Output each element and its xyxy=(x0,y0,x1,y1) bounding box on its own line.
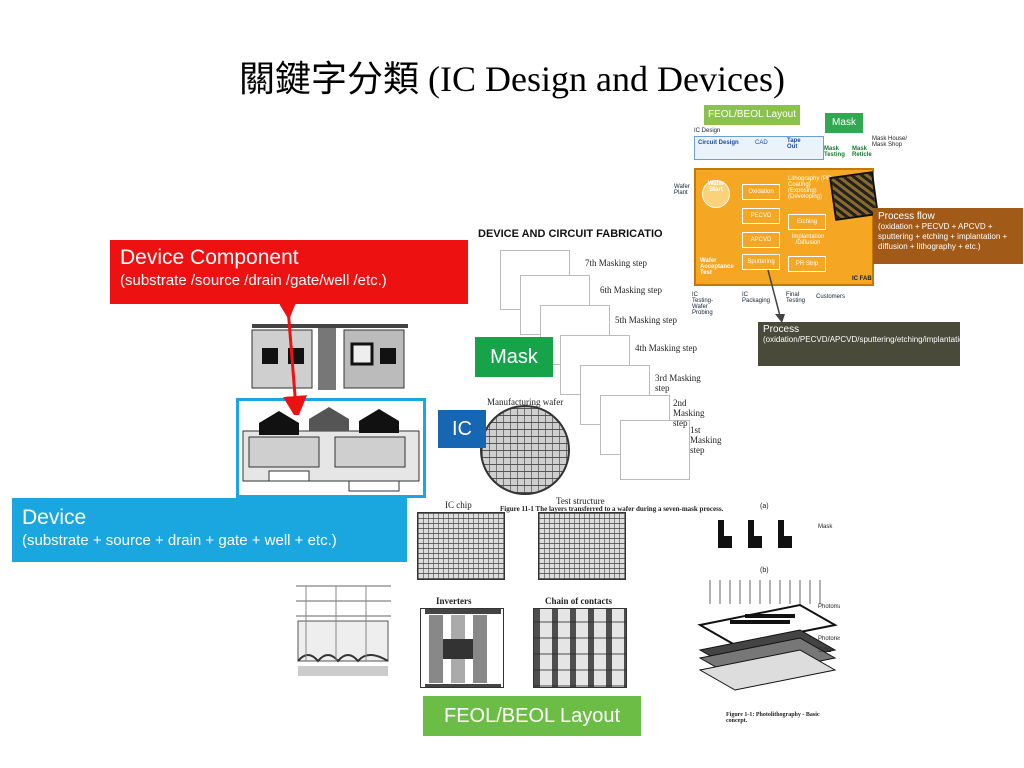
fabrication-title: DEVICE AND CIRCUIT FABRICATIO xyxy=(478,228,663,240)
arrow-down-icon xyxy=(767,269,785,323)
masking-steps-stack: 7th Masking step 6th Masking step 5th Ma… xyxy=(495,240,722,500)
device-label: Device (substrate + source + drain + gat… xyxy=(12,498,407,562)
masking-step-2: 2nd Masking step xyxy=(673,398,705,428)
flow-apcvd: APCVD xyxy=(742,232,780,248)
process-flow-title: Process flow xyxy=(878,211,935,222)
manufacturing-wafer-label: Manufacturing wafer xyxy=(487,397,564,407)
flow-oxidation: Oxidation xyxy=(742,184,780,200)
photolithography-caption: Figure 1-1: Photolithography - Basic con… xyxy=(726,712,820,724)
cross-section-schematic-figure xyxy=(286,566,398,696)
transistor-layout-figure xyxy=(248,318,414,396)
flow-sputtering: Sputtering xyxy=(742,254,780,270)
ic-chip-grid xyxy=(417,512,505,580)
svg-text:SiO2: SiO2 xyxy=(818,648,832,654)
device-cross-section-icon xyxy=(242,407,420,492)
flow-mask-house: Mask House/ Mask Shop xyxy=(872,136,908,148)
process-flow-detail: (oxidation + PECVD + APCVD + sputtering … xyxy=(878,222,1008,251)
svg-text:(b): (b) xyxy=(760,567,769,574)
flow-mask-reticle: Mask Reticle xyxy=(852,146,872,158)
chain-of-contacts-layout xyxy=(533,608,627,688)
slide-title: 關鍵字分類 (IC Design and Devices) xyxy=(239,59,785,99)
masking-step-5: 5th Masking step xyxy=(615,315,677,325)
flow-ic-fab: IC FAB xyxy=(852,276,872,282)
flow-mask-tag: Mask xyxy=(825,113,863,133)
masking-step-6: 6th Masking step xyxy=(600,285,662,295)
inverters-layout xyxy=(420,608,504,688)
device-detail: (substrate + source + drain + gate + wel… xyxy=(22,532,337,549)
device-title: Device xyxy=(22,506,87,529)
inverters-label: Inverters xyxy=(436,596,472,606)
flow-wafer-plant: Wafer Plant xyxy=(674,184,690,196)
test-structure-label: Test structure xyxy=(556,496,605,506)
flow-wafer-start: Wafer Start xyxy=(702,180,730,208)
flow-ic-packaging: IC Packaging xyxy=(742,292,771,304)
flow-ic-design: IC Design xyxy=(694,128,721,134)
masking-step-1: 1st Masking step xyxy=(690,425,722,455)
masking-step-4: 4th Masking step xyxy=(635,343,697,353)
masking-step-3: 3rd Masking step xyxy=(655,373,701,393)
process-detail: (oxidation/PECVD/APCVD/sputtering/etchin… xyxy=(763,335,1024,344)
flow-circuit-design: Circuit Design xyxy=(698,140,739,146)
device-component-detail: (substrate /source /drain /gate/well /et… xyxy=(120,272,387,289)
flow-implantation: Implantation /Diffusion xyxy=(791,234,825,246)
device-component-title: Device Component xyxy=(120,246,299,269)
process-flow-diagram: IC Design Circuit Design CAD Tape Out Ma… xyxy=(674,128,907,318)
svg-text:Mask: Mask xyxy=(818,524,833,530)
figure-11-1-caption: Figure 11-1 The layers transferred to a … xyxy=(500,505,724,513)
flow-final-testing: Final Testing xyxy=(786,292,806,304)
ic-label: IC xyxy=(438,410,486,448)
masking-step-7: 7th Masking step xyxy=(585,258,647,268)
chain-of-contacts-label: Chain of contacts xyxy=(545,596,612,606)
device-component-label: Device Component (substrate /source /dra… xyxy=(110,240,468,304)
flow-wafer-acceptance: Wafer Acceptance Test xyxy=(700,258,734,276)
flow-cad: CAD xyxy=(755,140,768,146)
process-title: Process xyxy=(763,324,800,335)
flow-feol-beol-tag: FEOL/BEOL Layout xyxy=(704,105,800,125)
test-structure-grid xyxy=(538,512,626,580)
ic-chip-label: IC chip xyxy=(445,500,472,510)
device-frame xyxy=(236,398,426,498)
flow-pr-strip: PR Strip xyxy=(788,256,826,272)
svg-text:Photoresist: Photoresist xyxy=(818,636,840,642)
wafer-icon xyxy=(480,405,570,495)
flow-tape-out: Tape Out xyxy=(787,138,801,150)
red-double-arrow-icon xyxy=(280,300,308,415)
svg-text:(a): (a) xyxy=(760,503,769,510)
svg-text:Photomask: Photomask xyxy=(818,604,840,610)
flow-etching: Etching xyxy=(788,214,826,230)
flow-pecvd: PECVD xyxy=(742,208,780,224)
flow-mask-testing: Mask Testing xyxy=(824,146,845,158)
flow-ic-testing: IC Testing- Wafer Probing xyxy=(692,292,714,316)
flow-customers: Customers xyxy=(816,294,846,300)
photolithography-figure: (a) Mask (b) Photomask Photoresist SiO2 … xyxy=(690,500,849,730)
flow-lithography: Lithography (PR Coating) (Exposing) (Dev… xyxy=(788,176,832,200)
flow-design-band xyxy=(694,136,824,160)
mask-label: Mask xyxy=(475,337,553,377)
feol-beol-layout-label: FEOL/BEOL Layout xyxy=(423,696,641,736)
process-label: Process (oxidation/PECVD/APCVD/sputterin… xyxy=(758,322,1024,366)
process-flow-label: Process flow (oxidation + PECVD + APCVD … xyxy=(873,208,1023,264)
wafer-photo xyxy=(829,171,879,221)
